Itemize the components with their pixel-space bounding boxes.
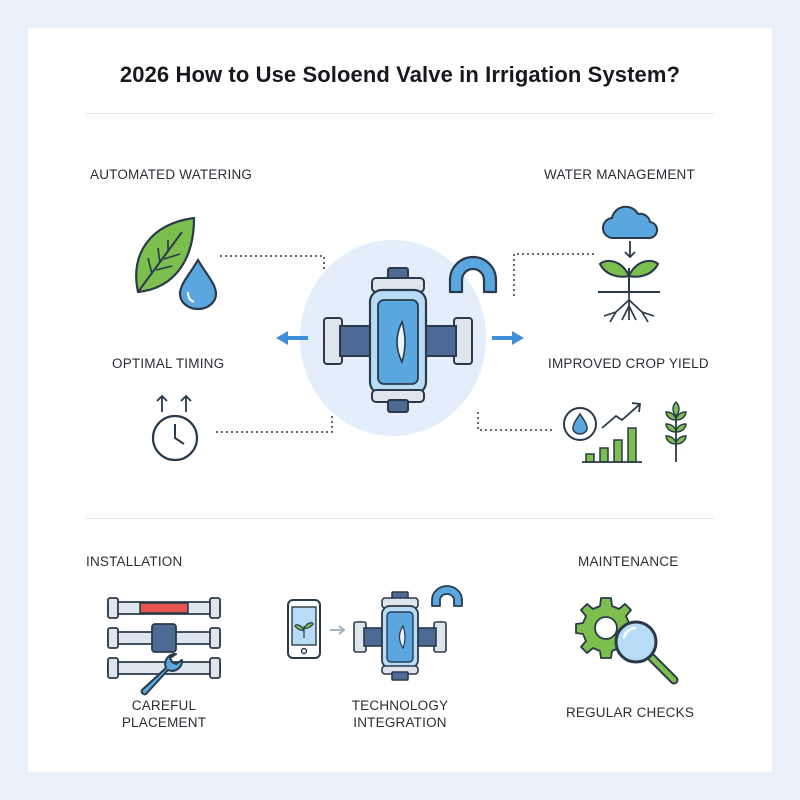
label-installation: INSTALLATION	[86, 554, 183, 569]
wrench-icon	[140, 652, 184, 696]
smartphone-icon	[287, 599, 321, 659]
cloud-icon	[602, 205, 659, 240]
sprout-icon	[598, 259, 660, 292]
water-drop-icon	[178, 257, 218, 311]
connector-bottom-right	[477, 412, 552, 431]
wheat-icon	[665, 401, 687, 462]
small-valve-icon	[353, 591, 447, 681]
label-regular-checks: REGULAR CHECKS	[565, 705, 695, 720]
arrow-right-icon	[492, 331, 524, 345]
alarm-clock-icon	[151, 394, 199, 462]
connector-top-right	[513, 253, 594, 296]
down-arrow-icon	[624, 241, 636, 259]
leaf-icon	[135, 216, 196, 294]
title-divider	[86, 113, 714, 114]
label-water-management: WATER MANAGEMENT	[544, 167, 695, 182]
arrow-right-small-icon	[330, 625, 346, 635]
magnet-coil-icon	[448, 255, 498, 294]
arrow-left-icon	[276, 331, 308, 345]
label-automated-watering: AUTOMATED WATERING	[90, 167, 253, 182]
label-maintenance: MAINTENANCE	[578, 554, 679, 569]
label-improved-crop-yield: IMPROVED CROP YIELD	[548, 356, 709, 371]
section-divider	[86, 518, 714, 519]
label-careful-placement: CAREFUL PLACEMENT	[121, 698, 207, 730]
magnifier-icon	[614, 620, 679, 685]
pipe-assembly-icon	[107, 597, 221, 679]
roots-icon	[598, 291, 660, 323]
page-title: 2026 How to Use Soloend Valve in Irrigat…	[119, 62, 681, 87]
label-technology-integration: TECHNOLOGY INTEGRATION	[351, 698, 449, 730]
label-optimal-timing: OPTIMAL TIMING	[112, 356, 225, 371]
small-magnet-coil-icon	[431, 585, 463, 607]
growth-chart-icon	[563, 402, 642, 463]
solenoid-valve-icon	[323, 267, 473, 413]
connector-bottom-left	[216, 416, 333, 433]
